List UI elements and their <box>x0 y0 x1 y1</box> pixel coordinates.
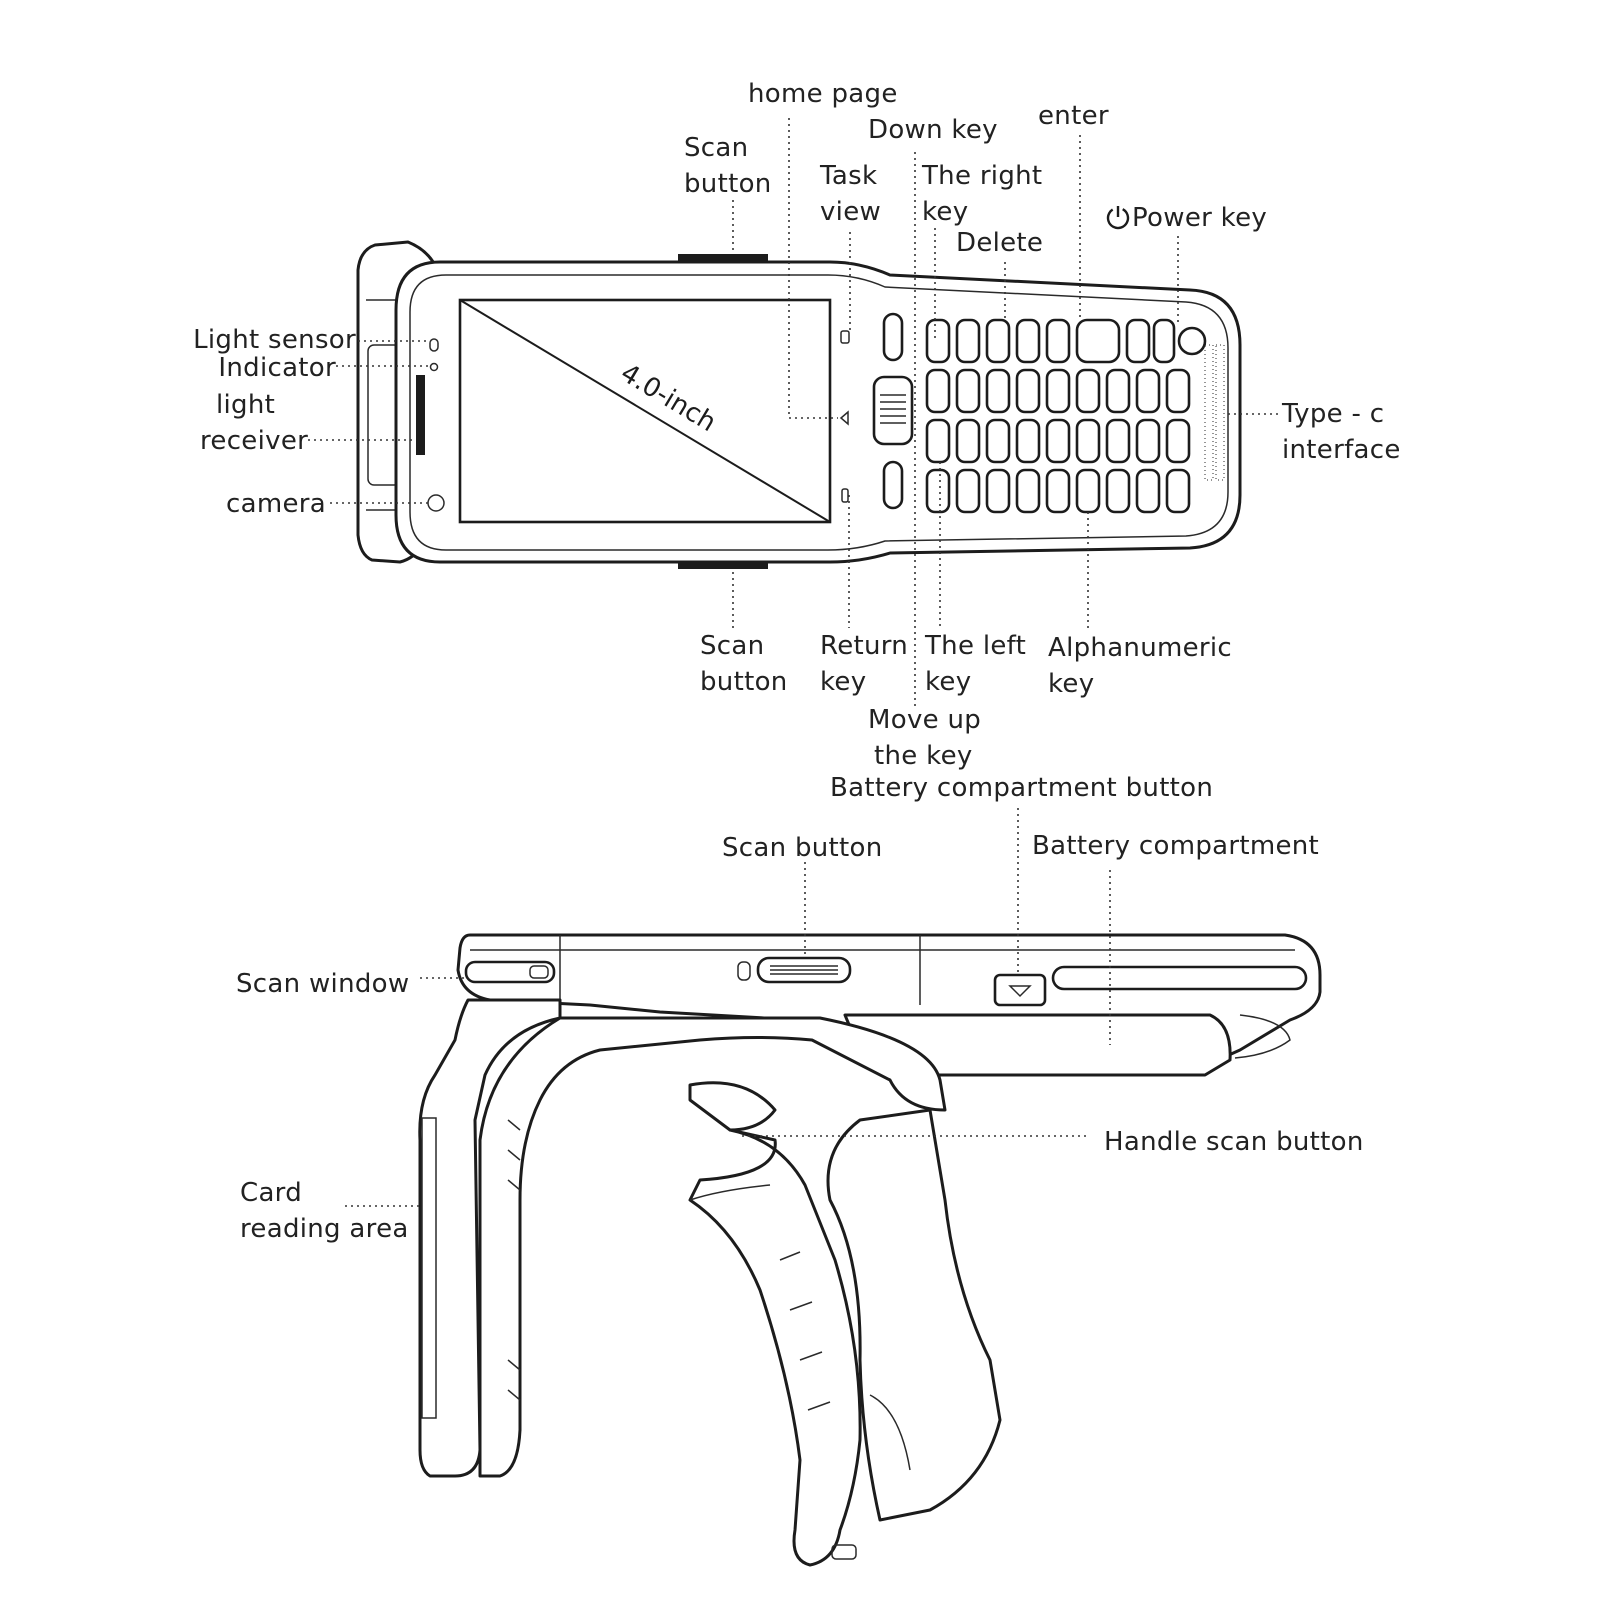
nav-key[interactable] <box>872 375 914 446</box>
screen-diagonal <box>459 299 831 523</box>
key[interactable] <box>925 418 951 464</box>
key[interactable] <box>1165 418 1191 464</box>
key[interactable] <box>985 318 1011 364</box>
scan-button-bottom[interactable] <box>678 562 768 569</box>
pistol-grip <box>688 1081 777 1132</box>
side-key-top[interactable] <box>882 312 904 362</box>
key[interactable] <box>1105 468 1131 514</box>
card-reading-area <box>421 1117 437 1419</box>
delete-key[interactable] <box>1015 318 1041 364</box>
battery-compartment-slot <box>1051 965 1308 991</box>
key[interactable] <box>985 418 1011 464</box>
speaker-grille <box>1204 344 1225 481</box>
label-enter: enter <box>1038 101 1109 131</box>
label-card-reading-area: Card reading area <box>240 1178 409 1244</box>
label-task-view: Task view <box>820 161 882 227</box>
label-move-up-key: Move up the key <box>868 705 982 771</box>
key[interactable] <box>1075 468 1101 514</box>
key[interactable] <box>1165 468 1191 514</box>
key[interactable] <box>1015 368 1041 414</box>
side-view <box>418 933 1322 1567</box>
key[interactable] <box>1105 368 1131 414</box>
key[interactable] <box>925 468 951 514</box>
task-view-key[interactable] <box>840 330 850 344</box>
key[interactable] <box>1045 418 1071 464</box>
key[interactable] <box>1015 418 1041 464</box>
label-type-c: Type - c interface <box>1282 399 1401 465</box>
label-light-sensor: Light sensor <box>193 325 356 355</box>
key[interactable] <box>955 418 981 464</box>
label-delete: Delete <box>956 228 1044 258</box>
label-scan-button-side: Scan button <box>722 833 883 863</box>
scan-window <box>464 960 556 984</box>
label-scan-button-top: Scan button <box>684 133 772 199</box>
return-key[interactable] <box>841 488 849 503</box>
key[interactable] <box>985 368 1011 414</box>
key[interactable] <box>1165 368 1191 414</box>
power-key[interactable] <box>1177 326 1207 356</box>
label-right-key: The right key <box>922 161 1043 227</box>
key[interactable] <box>1135 368 1161 414</box>
key[interactable] <box>1045 468 1071 514</box>
light-sensor <box>429 338 439 352</box>
key[interactable] <box>1015 468 1041 514</box>
label-scan-window: Scan window <box>236 969 410 999</box>
label-power-key: Power key <box>1104 200 1267 236</box>
key[interactable] <box>1045 368 1071 414</box>
label-light-receiver: light receiver <box>200 390 309 456</box>
label-alphanumeric-key: Alphanumeric key <box>1048 633 1233 699</box>
enter-key[interactable] <box>1075 318 1121 364</box>
label-battery-compartment-button: Battery compartment button <box>830 773 1214 803</box>
label-return-key: Return key <box>820 631 909 697</box>
key[interactable] <box>1135 418 1161 464</box>
label-scan-button-bottom: Scan button <box>700 631 788 697</box>
key[interactable] <box>1075 368 1101 414</box>
key[interactable] <box>1105 418 1131 464</box>
power-icon <box>1106 206 1130 230</box>
key[interactable] <box>1075 418 1101 464</box>
key[interactable] <box>955 468 981 514</box>
handle <box>418 998 562 1478</box>
label-handle-scan-button: Handle scan button <box>1104 1127 1364 1157</box>
key[interactable] <box>955 318 981 364</box>
key[interactable] <box>1152 318 1176 364</box>
indicator-led <box>429 362 439 372</box>
label-down-key: Down key <box>868 115 998 145</box>
front-leaders <box>308 118 1278 710</box>
key[interactable] <box>925 368 951 414</box>
key[interactable] <box>985 468 1011 514</box>
label-battery-compartment: Battery compartment <box>1032 831 1320 861</box>
front-view: 4.0-inch <box>356 240 1242 569</box>
side-leaders <box>345 808 1111 1207</box>
key[interactable] <box>1125 318 1151 364</box>
label-left-key: The left key <box>925 631 1027 697</box>
key[interactable] <box>925 318 951 364</box>
key[interactable] <box>1135 468 1161 514</box>
light-receiver <box>416 375 425 455</box>
keypad <box>925 318 1207 514</box>
label-camera: camera <box>226 489 326 519</box>
label-home-page: home page <box>748 79 898 109</box>
label-indicator: Indicator <box>218 353 336 383</box>
home-key[interactable] <box>839 410 849 426</box>
key[interactable] <box>1045 318 1071 364</box>
scan-button-top[interactable] <box>678 254 768 262</box>
side-key-bottom[interactable] <box>882 460 904 510</box>
battery-compartment-button[interactable] <box>993 973 1047 1007</box>
key[interactable] <box>955 368 981 414</box>
